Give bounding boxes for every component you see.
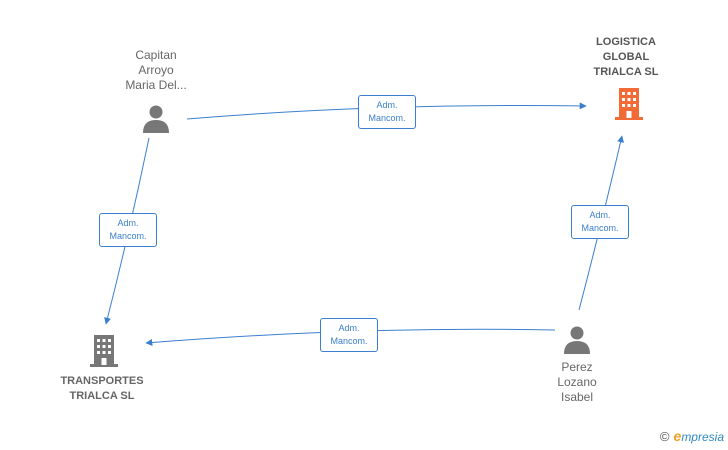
copyright-symbol: © — [659, 429, 670, 444]
building-icon[interactable] — [88, 333, 120, 367]
company-label-logistica[interactable]: LOGISTICA GLOBAL TRIALCA SL — [593, 36, 659, 78]
edge-label-capitan-logistica[interactable]: Adm. Mancom. — [358, 95, 416, 129]
person-icon[interactable] — [562, 324, 592, 354]
edge-label-perez-transportes[interactable]: Adm. Mancom. — [320, 318, 378, 352]
edge-label-perez-logistica[interactable]: Adm. Mancom. — [571, 205, 629, 239]
empresia-logo: ©empresia — [660, 428, 724, 444]
brand-name: mpresia — [681, 430, 724, 444]
person-icon[interactable] — [141, 103, 171, 133]
brand-initial: e — [673, 428, 682, 444]
edge-label-capitan-transportes[interactable]: Adm. Mancom. — [99, 213, 157, 247]
company-label-transportes[interactable]: TRANSPORTES TRIALCA SL — [60, 375, 144, 402]
building-icon[interactable] — [613, 86, 645, 120]
person-label-capitan[interactable]: Capitan Arroyo Maria Del... — [125, 48, 187, 92]
person-label-perez[interactable]: Perez Lozano Isabel — [557, 360, 597, 404]
